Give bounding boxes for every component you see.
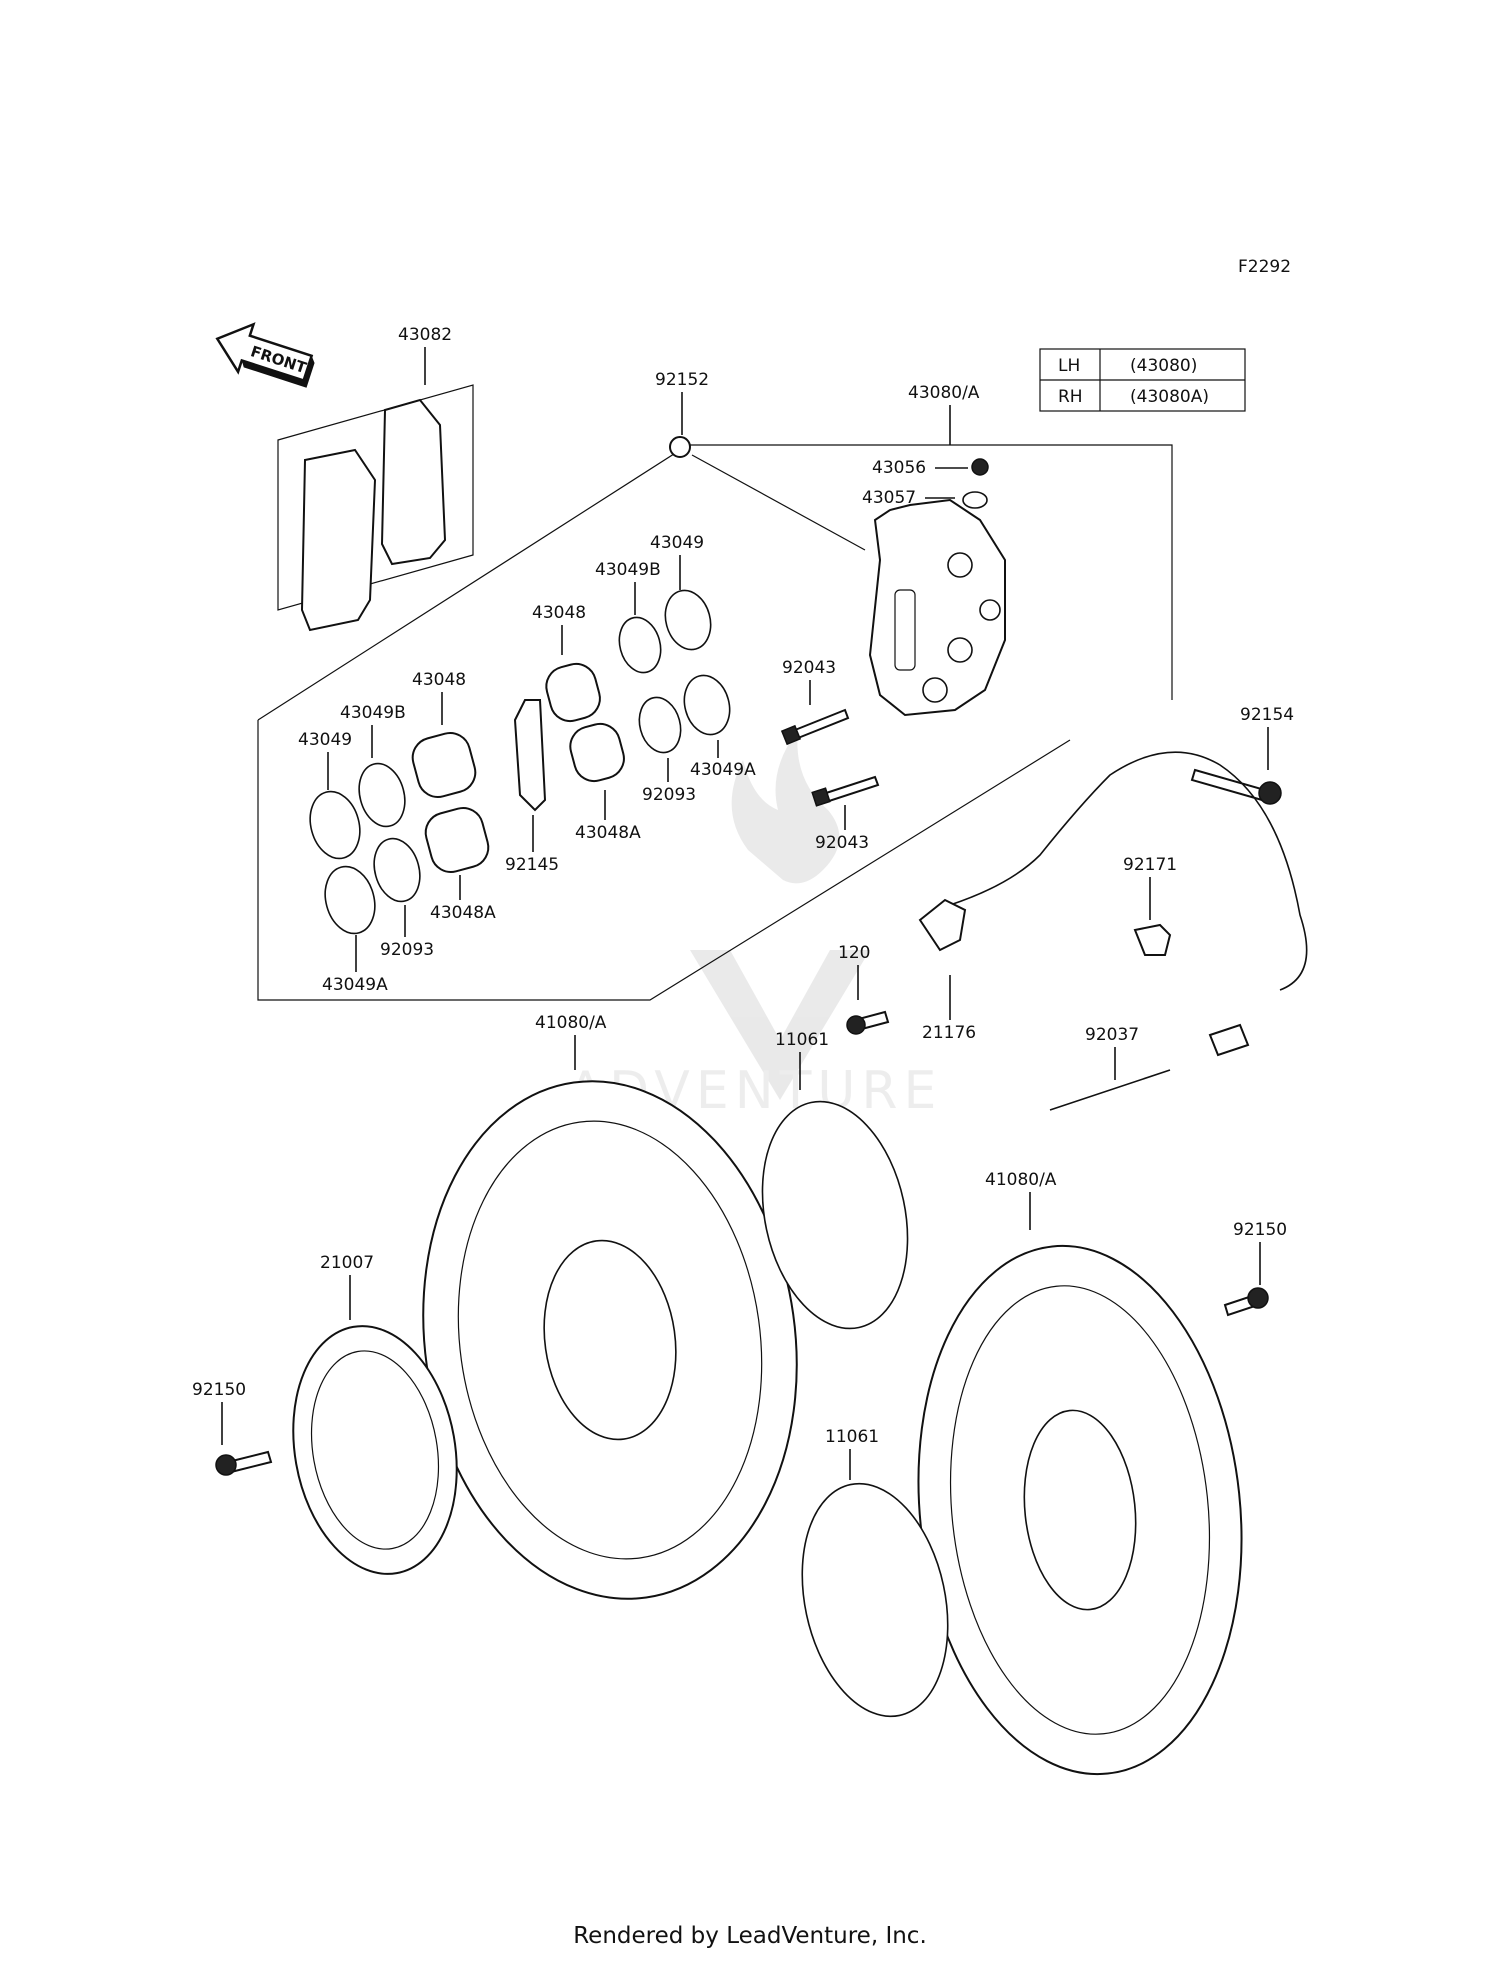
clip-92037 (1049, 1069, 1171, 1111)
piston-43048-top (545, 662, 601, 723)
brake-disc-right: 41080/A (917, 1170, 1243, 1776)
side-rh: RH (1058, 387, 1083, 407)
label-11061-bot: 11061 (825, 1427, 879, 1447)
label-21007: 21007 (320, 1253, 374, 1273)
label-43048-top: 43048 (532, 603, 586, 623)
label-43049a-left: 43049A (322, 975, 388, 995)
label-120: 120 (838, 943, 870, 963)
side-lh: LH (1058, 356, 1080, 376)
seal-92093-left (373, 837, 421, 903)
label-43048-left: 43048 (412, 670, 466, 690)
bleeder-cap (971, 458, 989, 476)
brake-caliper: 43080/A (868, 383, 1006, 717)
label-43048a-mid: 43048A (575, 823, 641, 843)
brake-pad-right (380, 398, 447, 566)
label-92171: 92171 (1123, 855, 1177, 875)
label-43049-left: 43049 (298, 730, 352, 750)
label-92150-right: 92150 (1233, 1220, 1287, 1240)
label-43048a-left: 43048A (430, 903, 496, 923)
seal-43049a-mid (683, 674, 731, 736)
label-92093-left: 92093 (380, 940, 434, 960)
label-92043-top: 92043 (782, 658, 836, 678)
front-arrow-icon: FRONT (215, 322, 315, 388)
label-41080a-right: 41080/A (985, 1170, 1057, 1190)
bolt-92154 (1190, 768, 1267, 802)
label-43057: 43057 (862, 488, 916, 508)
label-41080a-left: 41080/A (535, 1013, 607, 1033)
seal-43049-left (309, 790, 361, 860)
piston-43048-left (411, 732, 477, 798)
label-43080a: 43080/A (908, 383, 980, 403)
label-43049a-mid: 43049A (690, 760, 756, 780)
diagram-code: F2292 (1238, 257, 1291, 277)
side-table: LH (43080) RH (43080A) (1039, 348, 1246, 412)
label-43082: 43082 (398, 325, 452, 345)
shim-11061-bot (801, 1482, 949, 1718)
abs-sensor-cable (949, 751, 1308, 991)
label-43049b-top: 43049B (595, 560, 661, 580)
label-92093-mid: 92093 (642, 785, 696, 805)
label-92152: 92152 (655, 370, 709, 390)
pad-spring (513, 699, 547, 812)
label-92150-left: 92150 (192, 1380, 246, 1400)
cap-92152 (669, 436, 691, 458)
label-21176: 21176 (922, 1023, 976, 1043)
label-43056: 43056 (872, 458, 926, 478)
label-92145: 92145 (505, 855, 559, 875)
label-92037: 92037 (1085, 1025, 1139, 1045)
shim-11061-top (761, 1100, 909, 1330)
label-43049b-left: 43049B (340, 703, 406, 723)
seal-43049-top (664, 589, 712, 651)
brake-disc-left: 41080/A (422, 1013, 798, 1600)
seal-43049b-left (358, 762, 406, 828)
side-lh-part: (43080) (1130, 356, 1197, 376)
seal-92093-mid (638, 696, 682, 754)
brake-pads: 43082 (277, 325, 474, 632)
v-logo-icon (690, 950, 870, 1100)
piston-43048a-left (424, 807, 490, 873)
seal-43049a-left (324, 865, 376, 935)
footer-credit: Rendered by LeadVenture, Inc. (573, 1923, 927, 1949)
label-11061-top: 11061 (775, 1030, 829, 1050)
watermark: ADVENTURE (568, 730, 936, 1121)
label-92043-bot: 92043 (815, 833, 869, 853)
piston-43048a-mid (569, 722, 625, 783)
bleeder-valve (962, 491, 988, 509)
clamp-92171 (1133, 923, 1172, 956)
label-43049-top: 43049 (650, 533, 704, 553)
flame-logo-icon (731, 730, 840, 884)
seal-43049b-top (618, 616, 662, 674)
side-rh-part: (43080A) (1130, 387, 1209, 407)
label-92154: 92154 (1240, 705, 1294, 725)
abs-rotor-21007 (292, 1325, 458, 1575)
brake-pad-left (300, 448, 377, 632)
assembly-frame (257, 444, 1173, 1001)
abs-connector (1208, 1023, 1250, 1057)
abs-sensor (918, 898, 967, 952)
